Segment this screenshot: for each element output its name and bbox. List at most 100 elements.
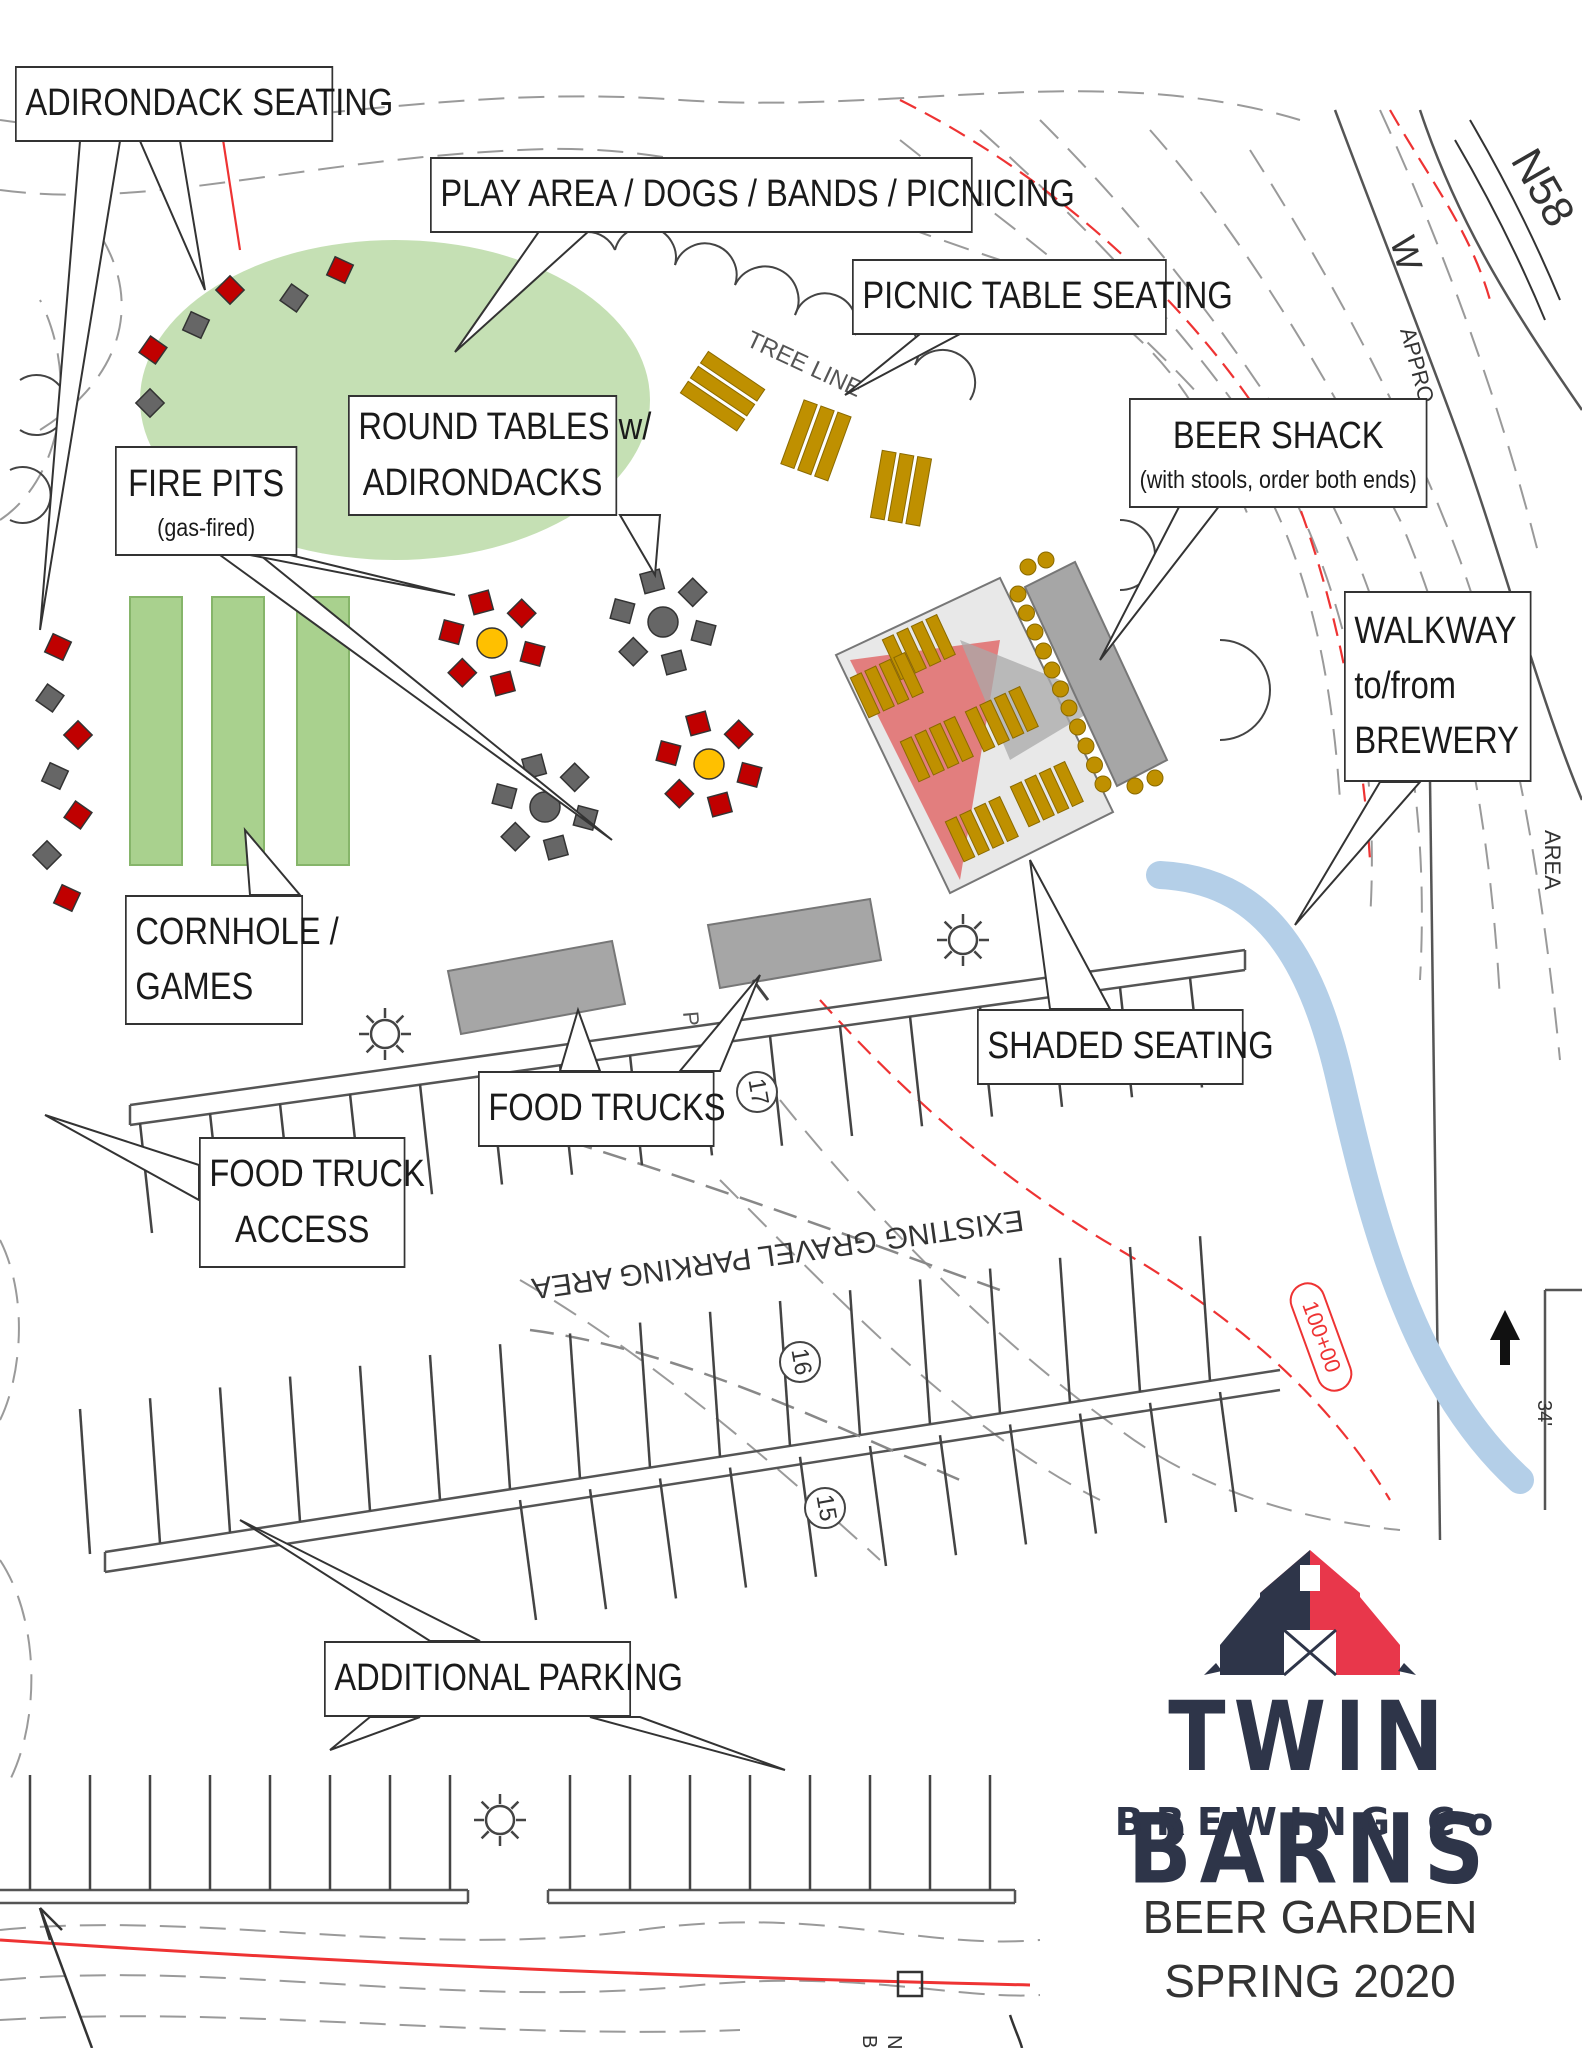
food-trucks	[446, 897, 883, 1036]
stall-line	[728, 1467, 748, 1588]
stool	[1094, 775, 1112, 793]
ring-chair	[690, 619, 717, 647]
callout-cornhole: CORNHOLE / GAMES	[125, 895, 339, 1025]
shade-table	[944, 795, 1019, 863]
round-table-top	[647, 606, 679, 638]
callout-pointer	[844, 333, 961, 396]
stool	[1019, 558, 1037, 576]
fire-pit	[438, 589, 546, 697]
stool	[1060, 699, 1078, 717]
callout-pointer	[618, 514, 662, 579]
callout-pointer	[138, 140, 206, 291]
picnic-table	[679, 350, 766, 432]
ring-chair	[736, 761, 763, 789]
adirondack-chair	[40, 761, 70, 791]
callout-pointer	[243, 826, 303, 896]
n-mark: N	[883, 2035, 905, 2048]
stall-line	[1218, 1391, 1238, 1513]
ring-chair	[491, 782, 518, 810]
n58-label: N58	[1501, 141, 1582, 235]
ring-chair	[684, 710, 712, 737]
p-mark: P	[678, 1010, 704, 1027]
ring-chair	[559, 762, 590, 793]
b-mark: B	[858, 2035, 880, 2048]
ring-chair	[664, 778, 695, 809]
callout-pointer	[216, 554, 613, 841]
stall-line	[588, 1489, 608, 1610]
stall-line	[1058, 1257, 1072, 1403]
svg-text:15: 15	[811, 1492, 842, 1523]
callout-food-trucks: FOOD TRUCKS	[478, 1071, 726, 1147]
light-pole-icon	[937, 914, 989, 966]
stall-line	[1128, 1246, 1142, 1393]
svg-text:16: 16	[786, 1346, 817, 1377]
stool	[1035, 642, 1052, 660]
shade-table	[1009, 760, 1084, 828]
stall-line	[288, 1376, 302, 1522]
ring-chair	[706, 791, 734, 818]
stall-line	[418, 1084, 434, 1195]
adirondack-chair	[63, 800, 93, 830]
right-edge-road	[1333, 109, 1582, 1541]
stall-line	[658, 1478, 678, 1599]
ring-chair	[438, 618, 465, 646]
ring-chair	[489, 670, 517, 697]
stool	[1146, 769, 1164, 787]
seating-chairs	[31, 255, 355, 913]
adirondack-chair	[325, 255, 355, 285]
adirondack-chair	[214, 274, 246, 306]
stall-line	[568, 1333, 582, 1479]
callout-pointers	[39, 140, 1423, 1771]
stool	[1037, 551, 1055, 569]
callout-pointer	[1099, 504, 1223, 661]
stall-line	[1008, 1424, 1028, 1545]
station-100-00: 100+00	[1289, 1282, 1353, 1392]
stall-line	[908, 1016, 924, 1127]
adirondack-chair	[279, 283, 309, 313]
adirondack-chair	[181, 310, 211, 340]
callout-pointer	[44, 1114, 200, 1202]
bottom-details	[38, 1907, 1024, 2048]
stool	[1126, 777, 1144, 795]
stall-line	[838, 1025, 854, 1137]
logo-subtitle: BREWING Co	[1114, 1800, 1506, 1844]
stool	[1069, 718, 1086, 736]
shack-stools	[1009, 551, 1164, 795]
ring-chair	[618, 636, 649, 667]
callout-pointer	[1029, 859, 1112, 1010]
callout-pointer	[1294, 781, 1423, 926]
caption-beer-garden: BEER GARDEN	[1142, 1891, 1478, 1943]
adirondack-chair	[62, 719, 94, 751]
stall-line	[708, 1311, 722, 1457]
ring-chair	[723, 719, 754, 750]
lot-number-17: 17	[736, 1071, 778, 1113]
svg-text:17: 17	[743, 1076, 774, 1107]
ring-chair	[542, 834, 570, 861]
light-pole-icon	[474, 1794, 526, 1846]
ring-chair	[638, 568, 666, 595]
beer-shack	[1009, 551, 1169, 795]
stool	[1043, 661, 1061, 679]
callout-shaded-seating: SHADED SEATING	[977, 1009, 1274, 1085]
light-pole-icon	[359, 1008, 411, 1060]
twin-barns-logo: TWIN BARNS BREWING Co BEER GARDEN SPRING…	[1050, 1545, 1582, 2048]
stall-line	[938, 1435, 958, 1556]
callout-fire-pits: FIRE PITS (gas-fired)	[115, 446, 298, 556]
shaded-seating	[834, 576, 1115, 895]
adirondack-chair	[138, 335, 168, 365]
callout-pointer	[239, 1519, 481, 1642]
adirondack-chair	[35, 683, 65, 713]
fire-pit-icon	[476, 627, 508, 659]
stall-line	[638, 1322, 652, 1468]
shade-table	[899, 715, 974, 783]
adirondack-chair	[134, 387, 166, 419]
area-label: AREA	[1540, 830, 1565, 890]
callout-adirondack-seating: ADIRONDACK SEATING	[15, 66, 393, 142]
ring-chair	[660, 649, 688, 676]
callout-additional-parking: ADDITIONAL PARKING	[324, 1641, 683, 1717]
adirondack-chair	[31, 839, 63, 871]
round-table	[609, 568, 717, 676]
callout-pointer	[329, 1716, 421, 1751]
callout-picnic-table-seating: PICNIC TABLE SEATING	[852, 259, 1233, 335]
stall-line	[848, 1290, 862, 1436]
